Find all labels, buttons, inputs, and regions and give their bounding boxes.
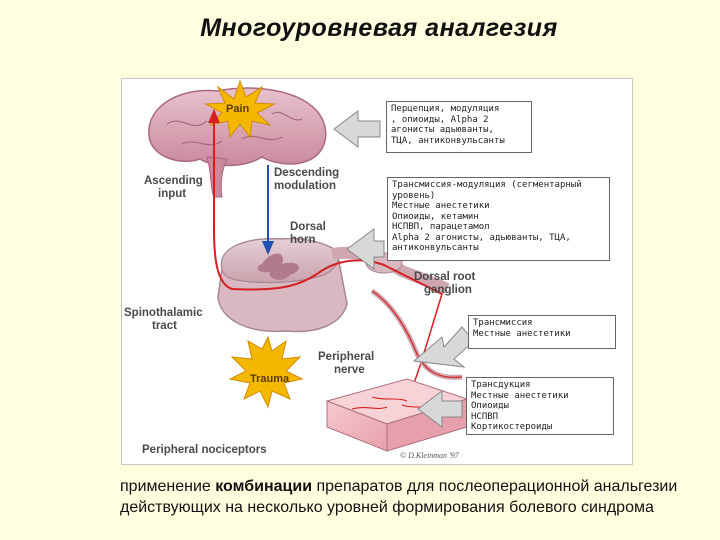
- perception-pointer-arrow: [333, 110, 381, 148]
- perception-box: Перцепция, модуляция , опиоиды, Alpha 2 …: [386, 101, 532, 153]
- trauma-burst-icon: [228, 335, 304, 409]
- descending-arrow-icon: [262, 241, 274, 255]
- trauma-label: Trauma: [250, 373, 290, 385]
- descending-modulation-label: Descending modulation: [274, 167, 340, 192]
- dorsal-root-ganglion-label: Dorsal root ganglion: [414, 271, 476, 296]
- peripheral-nociceptors-label: Peripheral nociceptors: [142, 444, 267, 456]
- transduction-box: Трансдукция Местные анестетики Опиоиды Н…: [466, 377, 614, 435]
- transmission-pointer-arrow: [412, 326, 475, 368]
- page-title: Многоуровневая аналгезия: [200, 14, 558, 42]
- transmission-modulation-pointer-arrow: [346, 228, 385, 270]
- dorsal-horn-label: Dorsal horn: [290, 221, 326, 246]
- ascending-pathway: [213, 119, 443, 295]
- anatomy-illustration: [148, 79, 475, 452]
- caption-text: применение комбинации препаратов для пос…: [120, 478, 678, 516]
- transmission-box: Трансмиссия Местные анестетики: [468, 315, 616, 349]
- transduction-pointer-arrow: [417, 390, 463, 428]
- analgesia-figure: Pain Trauma Ascending input Descending m…: [121, 78, 633, 465]
- illustration-credit: © D.Kleinman '97: [400, 451, 459, 460]
- peripheral-nerve-label: Peripheral nerve: [318, 351, 375, 376]
- pain-label: Pain: [226, 103, 250, 115]
- pain-burst-icon: [204, 79, 276, 139]
- ascending-arrow-icon: [208, 109, 220, 123]
- ascending-input-label: Ascending input: [144, 175, 203, 200]
- transmission-modulation-box: Трансмиссия-модуляция (сегментарный уров…: [387, 177, 610, 261]
- spinothalamic-tract-label: Spinothalamic tract: [124, 307, 203, 332]
- caption-emphasis: комбинации: [215, 478, 313, 495]
- spinal-cord-section: [217, 237, 450, 333]
